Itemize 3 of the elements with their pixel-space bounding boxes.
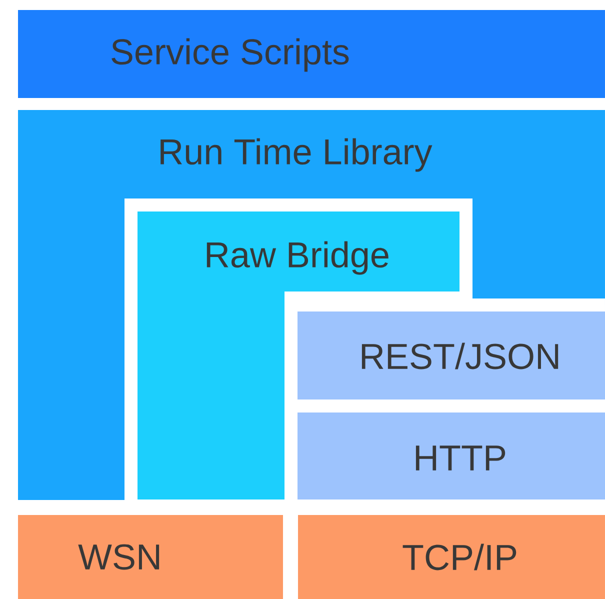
layer-box: WSN: [18, 514, 283, 599]
layer-box: TCP/IP: [298, 514, 605, 599]
layer-box: Service Scripts: [18, 10, 605, 98]
